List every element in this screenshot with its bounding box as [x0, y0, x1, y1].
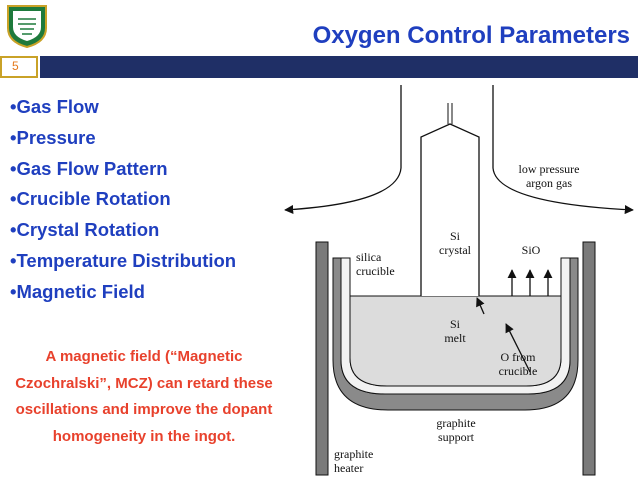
label-sio: SiO [522, 243, 541, 257]
si-crystal [420, 123, 480, 296]
list-item: •Pressure [10, 126, 96, 148]
note-line: oscillations and improve the dopant [15, 401, 273, 418]
note-line: homogeneity in the ingot. [52, 427, 236, 445]
list-item: •Magnetic Field [10, 280, 145, 302]
label-support: support [438, 430, 475, 444]
list-item: •Temperature Distribution [10, 249, 237, 271]
label-melt: melt [444, 331, 466, 345]
label-si-melt: Si [450, 317, 461, 331]
accent-bar [40, 56, 638, 78]
page-title: Oxygen Control Parameters [312, 22, 630, 49]
chamber-left-wall [284, 85, 402, 215]
slide-number-box [0, 56, 38, 78]
label-heater: heater [334, 461, 363, 475]
chamber-right-wall [492, 85, 634, 215]
label-crystal: crystal [439, 243, 472, 257]
graphite-heater-right [582, 241, 596, 476]
list-item: •Gas Flow Pattern [10, 157, 168, 179]
note-line: A magnetic field (“Magnetic [45, 348, 243, 365]
university-logo-icon [7, 5, 47, 48]
melt-to-crystal-arrow [476, 297, 485, 315]
mcz-note: A magnetic field (“Magnetic Czochralski”… [10, 344, 278, 450]
si-melt [349, 295, 562, 387]
label-si-crystal: Si [450, 229, 461, 243]
list-item: •Crucible Rotation [10, 188, 171, 210]
label-graphite-heater: graphite [334, 447, 373, 461]
list-item: •Gas Flow [10, 96, 99, 117]
oxygen-arrow [505, 323, 531, 373]
list-item: •Crystal Rotation [10, 219, 160, 241]
label-low-pressure: low pressure [519, 162, 580, 176]
label-argon-gas: argon gas [526, 176, 572, 190]
slide-number: 5 [12, 59, 19, 73]
parameter-list: •Gas Flow •Pressure •Gas Flow Pattern •C… [10, 92, 236, 308]
label-o-from: O from [501, 350, 537, 364]
label-o-crucible: crucible [499, 364, 538, 378]
note-line: Czochralski”, MCZ) can retard these [15, 374, 273, 392]
graphite-heater-left [315, 241, 329, 476]
label-silica-crucible: crucible [356, 264, 395, 278]
label-graphite-support: graphite [436, 416, 475, 430]
label-silica: silica [356, 250, 382, 264]
